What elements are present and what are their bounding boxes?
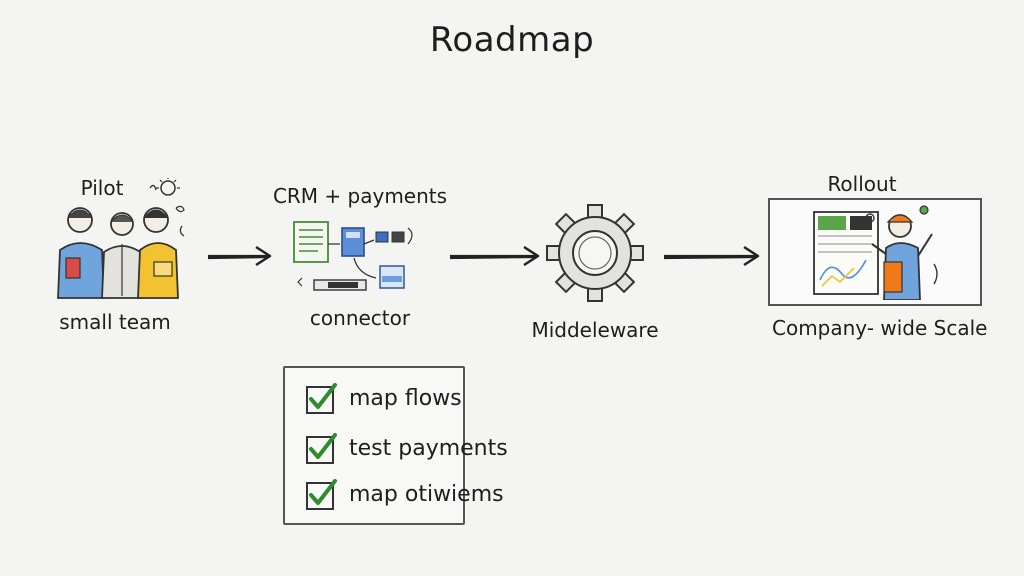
gear-icon (543, 203, 647, 307)
checklist-item-label: map otiwiems (349, 481, 504, 507)
checkbox-checked-icon (305, 479, 337, 510)
stage-crm-label: CRM + payments (272, 184, 448, 208)
checklist-item: map flows (305, 378, 462, 418)
rollout-frame (768, 198, 982, 306)
arrow-middleware-to-rollout (662, 244, 762, 272)
team-people-icon (50, 176, 200, 307)
stage-pilot-caption: small team (59, 310, 171, 334)
checklist-item: test payments (305, 428, 508, 468)
checklist-item: map otiwiems (305, 474, 504, 514)
stage-crm-caption: connector (309, 306, 411, 330)
stage-rollout-label: Rollout (827, 172, 897, 196)
stage-pilot-label: Pilot (80, 176, 124, 200)
arrow-connector-to-middleware (448, 244, 542, 272)
diagram-title: Roadmap (429, 20, 595, 60)
checkbox-checked-icon (305, 433, 337, 464)
arrow-pilot-to-connector (206, 244, 274, 272)
checklist-item-label: map flows (349, 385, 462, 411)
stage-middleware-caption: Middeleware (531, 318, 659, 342)
checklist-item-label: test payments (349, 435, 508, 461)
stage-rollout-caption: Company- wide Scale (772, 316, 988, 340)
connector-documents-icon (288, 218, 424, 304)
checkbox-checked-icon (305, 383, 337, 414)
presenter-dashboard-icon (810, 204, 950, 304)
checklist-box: map flows test payments map otiwiems (283, 366, 508, 525)
